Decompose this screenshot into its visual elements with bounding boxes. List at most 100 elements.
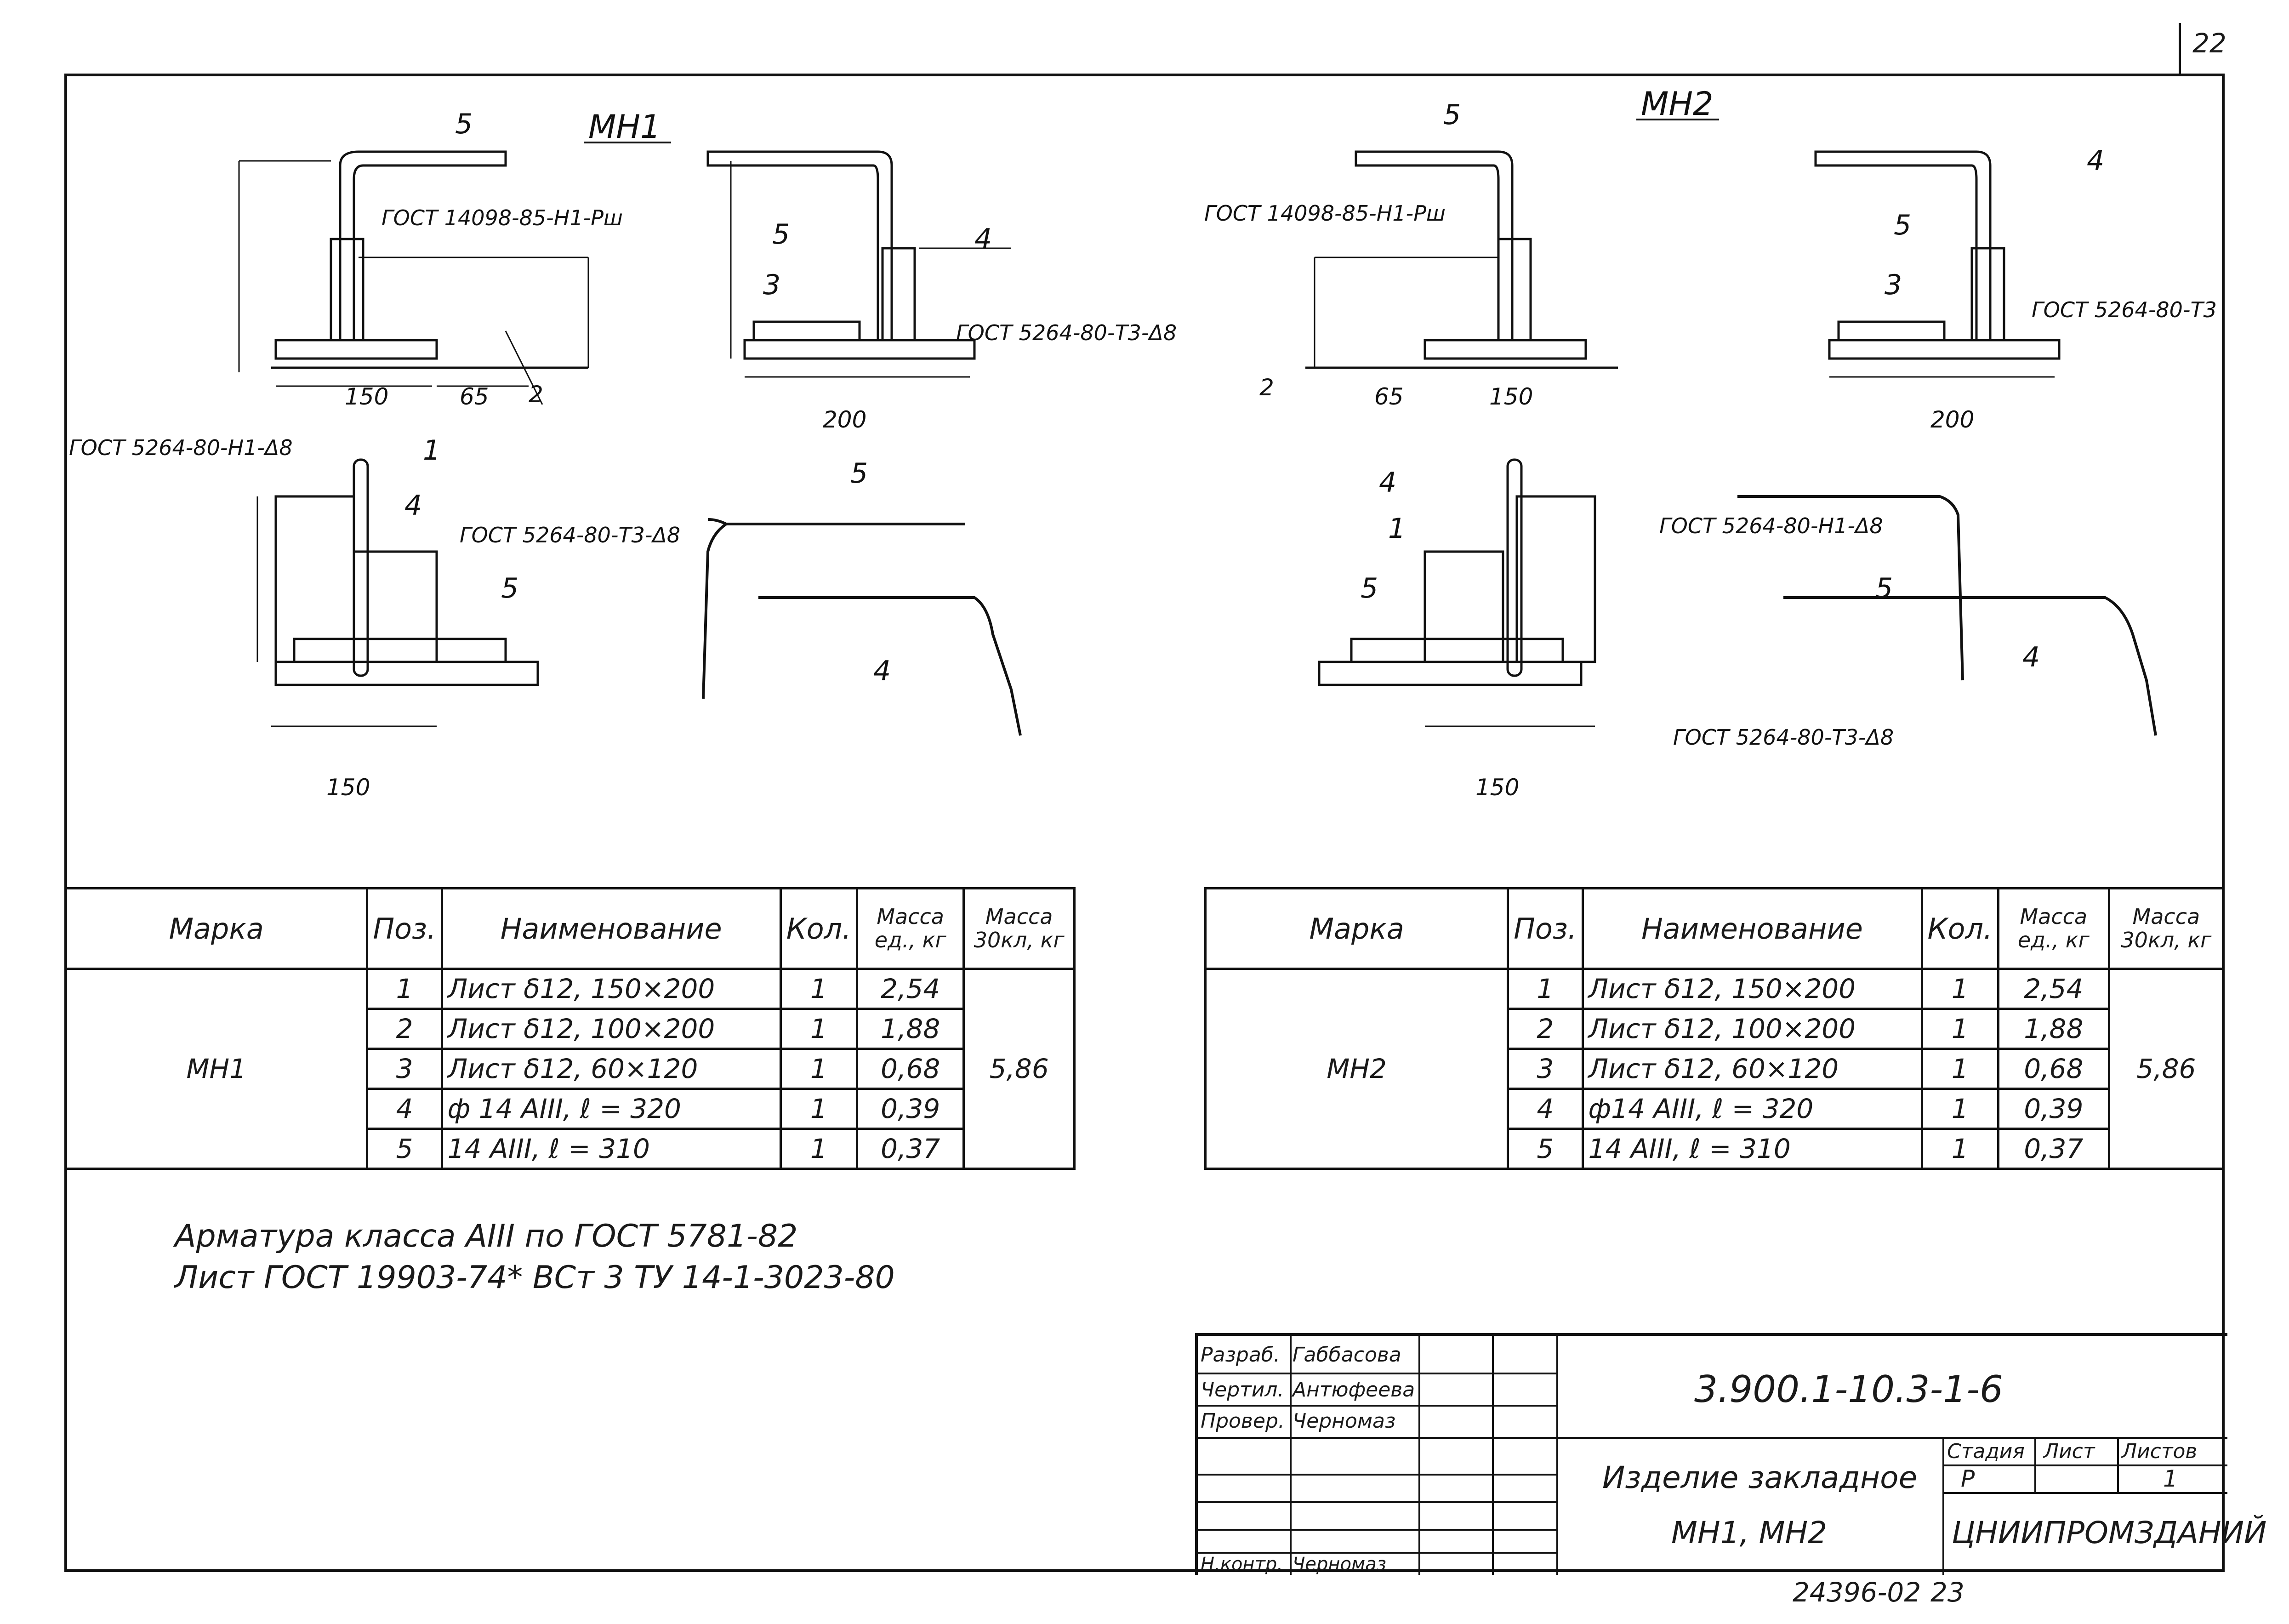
header-name: Наименование: [440, 887, 782, 970]
mn2-gost-label-3: ГОСТ 5264-80-Н1-Δ8: [1659, 513, 1883, 538]
name-cell: Лист δ12, 150×200: [440, 968, 782, 1010]
mn1-side-view: [706, 150, 1011, 378]
table-row: 3 Лист δ12, 60×120 1 0,68: [1206, 1048, 2224, 1090]
sheets-label: Листов: [2122, 1440, 2198, 1463]
mn1-gost-label-1: ГОСТ 14098-85-Н1-Рш: [382, 205, 623, 230]
mn2-pos5-label: 5: [1443, 99, 1461, 131]
poz-cell: 3: [1507, 1048, 1584, 1090]
poz-cell: 5: [366, 1128, 443, 1170]
name-cell: 14 АIII, ℓ = 310: [1581, 1128, 1923, 1170]
mn2-side-pos5: 5: [1894, 209, 1911, 241]
mn2-dim-65: 65: [1374, 383, 1404, 410]
header-qty: Кол.: [1920, 887, 1999, 970]
poz-cell: 3: [366, 1048, 443, 1090]
table-row: 4 ф14 АIII, ℓ = 320 1 0,39: [1206, 1088, 2224, 1130]
poz-cell: 2: [1507, 1008, 1584, 1050]
qty-cell: 1: [779, 1088, 859, 1130]
mn2-side-view: [1814, 150, 2061, 378]
header-mass-unit: Масса ед., кг: [1997, 887, 2110, 970]
role-developer: Разраб.: [1201, 1343, 1280, 1367]
table-row: 5 14 АIII, ℓ = 310 1 0,37: [1206, 1128, 2224, 1170]
qty-cell: 1: [1920, 1008, 1999, 1050]
spec-table-mn2: Марка Поз. Наименование Кол. Масса ед., …: [1204, 887, 2225, 1170]
header-mass-item: Масса 30кл, кг: [2107, 887, 2225, 970]
mn1-side-pos3: 3: [763, 269, 780, 301]
header-marka: Марка: [1204, 887, 1509, 970]
mn1-front-view: [238, 150, 589, 405]
mass-cell: 0,39: [855, 1088, 965, 1130]
mass-cell: 1,88: [855, 1008, 965, 1050]
role-norm-control: Н.контр.: [1201, 1554, 1283, 1575]
name-cell: Лист δ12, 60×120: [440, 1048, 782, 1090]
mn1-title: МН1: [588, 108, 661, 146]
qty-cell: 1: [1920, 1088, 1999, 1130]
sheets-value: 1: [2163, 1465, 2178, 1492]
mn2-gost-label-2: ГОСТ 5264-80-Т3: [2032, 297, 2217, 322]
mass-cell: 1,88: [1997, 1008, 2110, 1050]
header-name: Наименование: [1581, 887, 1923, 970]
mn2-plan-pos5: 5: [1361, 572, 1378, 604]
name-cell: Лист δ12, 150×200: [1581, 968, 1923, 1010]
name-cell: Лист δ12, 100×200: [440, 1008, 782, 1050]
mn1-bar-5: [707, 518, 965, 525]
mn1-dim-150: 150: [345, 383, 388, 410]
archive-page: 23: [1930, 1577, 1964, 1608]
mn1-pos2-label: 2: [529, 381, 543, 408]
poz-cell: 4: [366, 1088, 443, 1130]
mn2-plan-dim-150: 150: [1475, 774, 1519, 801]
sheet-number-divider: [2179, 23, 2181, 74]
archive-number: 24396-02: [1793, 1577, 1921, 1608]
mass-cell: 0,68: [855, 1048, 965, 1090]
name-cell: Лист δ12, 60×120: [1581, 1048, 1923, 1090]
mn2-total-cell: 5,86: [2107, 968, 2225, 1170]
mn1-plan-view: [256, 458, 539, 727]
mass-cell: 0,39: [1997, 1088, 2110, 1130]
qty-cell: 1: [1920, 1128, 1999, 1170]
mn2-marka-cell: МН2: [1204, 968, 1509, 1170]
mass-cell: 0,68: [1997, 1048, 2110, 1090]
note-line-2: Лист ГОСТ 19903-74* ВСт 3 ТУ 14-1-3023-8…: [175, 1259, 895, 1296]
poz-cell: 1: [366, 968, 443, 1010]
name-developer: Габбасова: [1293, 1343, 1401, 1367]
mn1-gost-label-3: ГОСТ 5264-80-Н1-Δ8: [69, 435, 293, 460]
table-row: 2 Лист δ12, 100×200 1 1,88: [66, 1008, 1075, 1050]
qty-cell: 1: [1920, 1048, 1999, 1090]
mn1-plan-pos4: 4: [404, 490, 422, 522]
mn1-plan-dim-150: 150: [326, 774, 370, 801]
poz-cell: 2: [366, 1008, 443, 1050]
table-row: 3 Лист δ12, 60×120 1 0,68: [66, 1048, 1075, 1090]
mn2-front-view: [1305, 150, 1618, 369]
mass-cell: 0,37: [855, 1128, 965, 1170]
stage-value: Р: [1961, 1465, 1975, 1492]
mn1-side-dim-200: 200: [823, 406, 866, 433]
name-checker: Черномаз: [1293, 1409, 1396, 1433]
name-cell: ф14 АIII, ℓ = 320: [1581, 1088, 1923, 1130]
drawing-frame: [64, 74, 2225, 1572]
header-mass-item: Масса 30кл, кг: [962, 887, 1076, 970]
role-checker: Провер.: [1201, 1409, 1285, 1433]
name-norm-control: Черномаз: [1293, 1554, 1387, 1575]
organization: ЦНИИПРОМЗДАНИЙ: [1952, 1515, 2267, 1550]
mn2-side-dim-200: 200: [1930, 406, 1974, 433]
qty-cell: 1: [779, 968, 859, 1010]
mn2-side-pos4: 4: [2087, 145, 2104, 177]
mn2-bar5-pos: 5: [1875, 572, 1893, 604]
qty-cell: 1: [1920, 968, 1999, 1010]
mass-cell: 2,54: [855, 968, 965, 1010]
note-line-1: Арматура класса АIII по ГОСТ 5781-82: [175, 1218, 798, 1254]
mn2-gost-label-1: ГОСТ 14098-85-Н1-Рш: [1204, 201, 1446, 226]
mn2-plan-pos1: 1: [1388, 513, 1406, 545]
header-marka: Марка: [64, 887, 369, 970]
mn2-bar4-pos: 4: [2022, 641, 2040, 673]
table-row: 4 ф 14 АIII, ℓ = 320 1 0,39: [66, 1088, 1075, 1130]
header-poz: Поз.: [1507, 887, 1584, 970]
header-poz: Поз.: [366, 887, 443, 970]
mn1-gost-label-2: ГОСТ 5264-80-Т3-Δ8: [956, 320, 1177, 345]
spec-table-mn1: Марка Поз. Наименование Кол. Масса ед., …: [64, 887, 1076, 1170]
mn1-dim-65: 65: [460, 383, 489, 410]
qty-cell: 1: [779, 1048, 859, 1090]
table-row: МН1 1 Лист δ12, 150×200 1 2,54 5,86: [64, 968, 1076, 1170]
mn1-side-pos5: 5: [772, 218, 790, 251]
mn2-dim-150: 150: [1489, 383, 1533, 410]
mn1-pos5-label: 5: [455, 108, 473, 140]
